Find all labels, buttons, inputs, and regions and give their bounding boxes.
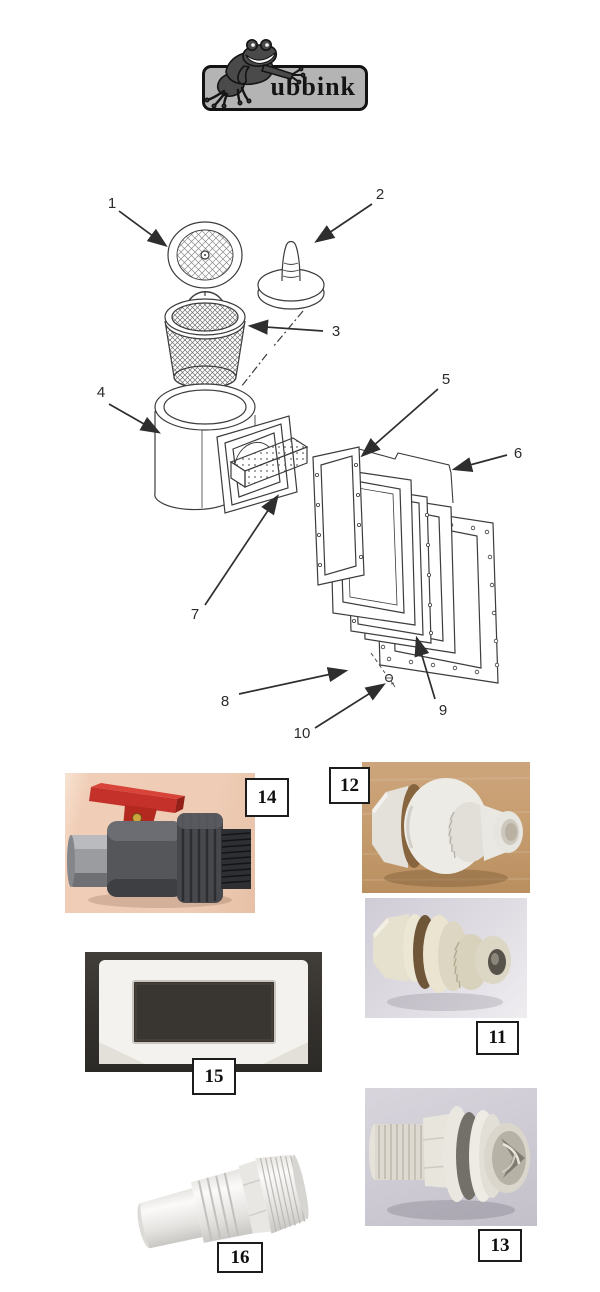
drain-fitting — [369, 1106, 530, 1202]
callout-4: 4 — [97, 384, 105, 401]
callout-5: 5 — [442, 371, 450, 388]
diagram-part-weir — [229, 437, 309, 489]
exploded-diagram: 1 2 3 4 5 6 7 8 9 10 — [97, 186, 522, 742]
photo-drain-fitting — [365, 1088, 537, 1226]
part-label-13: 13 — [478, 1229, 522, 1262]
diagram-callout-numbers: 1 2 3 4 5 6 7 8 9 10 — [97, 186, 522, 742]
hose-adapter — [137, 1154, 309, 1249]
callout-10: 10 — [294, 725, 311, 742]
photo-return-fitting — [362, 762, 530, 893]
diagram-part-basket — [164, 291, 246, 389]
valve-body — [67, 813, 252, 903]
brand-logo: ubbink — [198, 34, 378, 114]
photo-inlet-fitting — [365, 898, 527, 1018]
hose-adapter-image — [137, 1154, 309, 1249]
frog-icon — [204, 39, 306, 109]
photo-hose-adapter — [128, 1133, 313, 1251]
part-label-14: 14 — [245, 778, 289, 817]
return-fitting-image — [362, 777, 530, 887]
part-label-15: 15 — [192, 1058, 236, 1095]
diagram-part-float — [240, 240, 325, 388]
drain-fitting-image — [369, 1106, 530, 1220]
inlet-fitting — [373, 914, 511, 993]
faceplate-image — [99, 960, 308, 1064]
callout-3: 3 — [332, 323, 340, 340]
inlet-fitting-image — [373, 914, 511, 1011]
part-label-16: 16 — [217, 1242, 263, 1273]
faceplate-frame — [99, 960, 308, 1064]
part-label-11: 11 — [476, 1021, 519, 1055]
return-fitting — [372, 778, 523, 874]
photo-faceplate — [85, 952, 322, 1072]
callout-2: 2 — [376, 186, 384, 203]
callout-8: 8 — [221, 693, 229, 710]
diagram-part-screw — [370, 652, 396, 688]
callout-1: 1 — [108, 195, 116, 212]
ball-valve-image — [67, 783, 252, 908]
callout-9: 9 — [439, 702, 447, 719]
diagram-part-lid — [167, 221, 243, 306]
callout-6: 6 — [514, 445, 522, 462]
callout-7: 7 — [191, 606, 199, 623]
photo-ball-valve — [65, 773, 255, 913]
diagram-part-gasket-front — [312, 446, 365, 586]
part-label-12: 12 — [329, 767, 370, 804]
diagram-callout-arrows — [108, 203, 508, 729]
